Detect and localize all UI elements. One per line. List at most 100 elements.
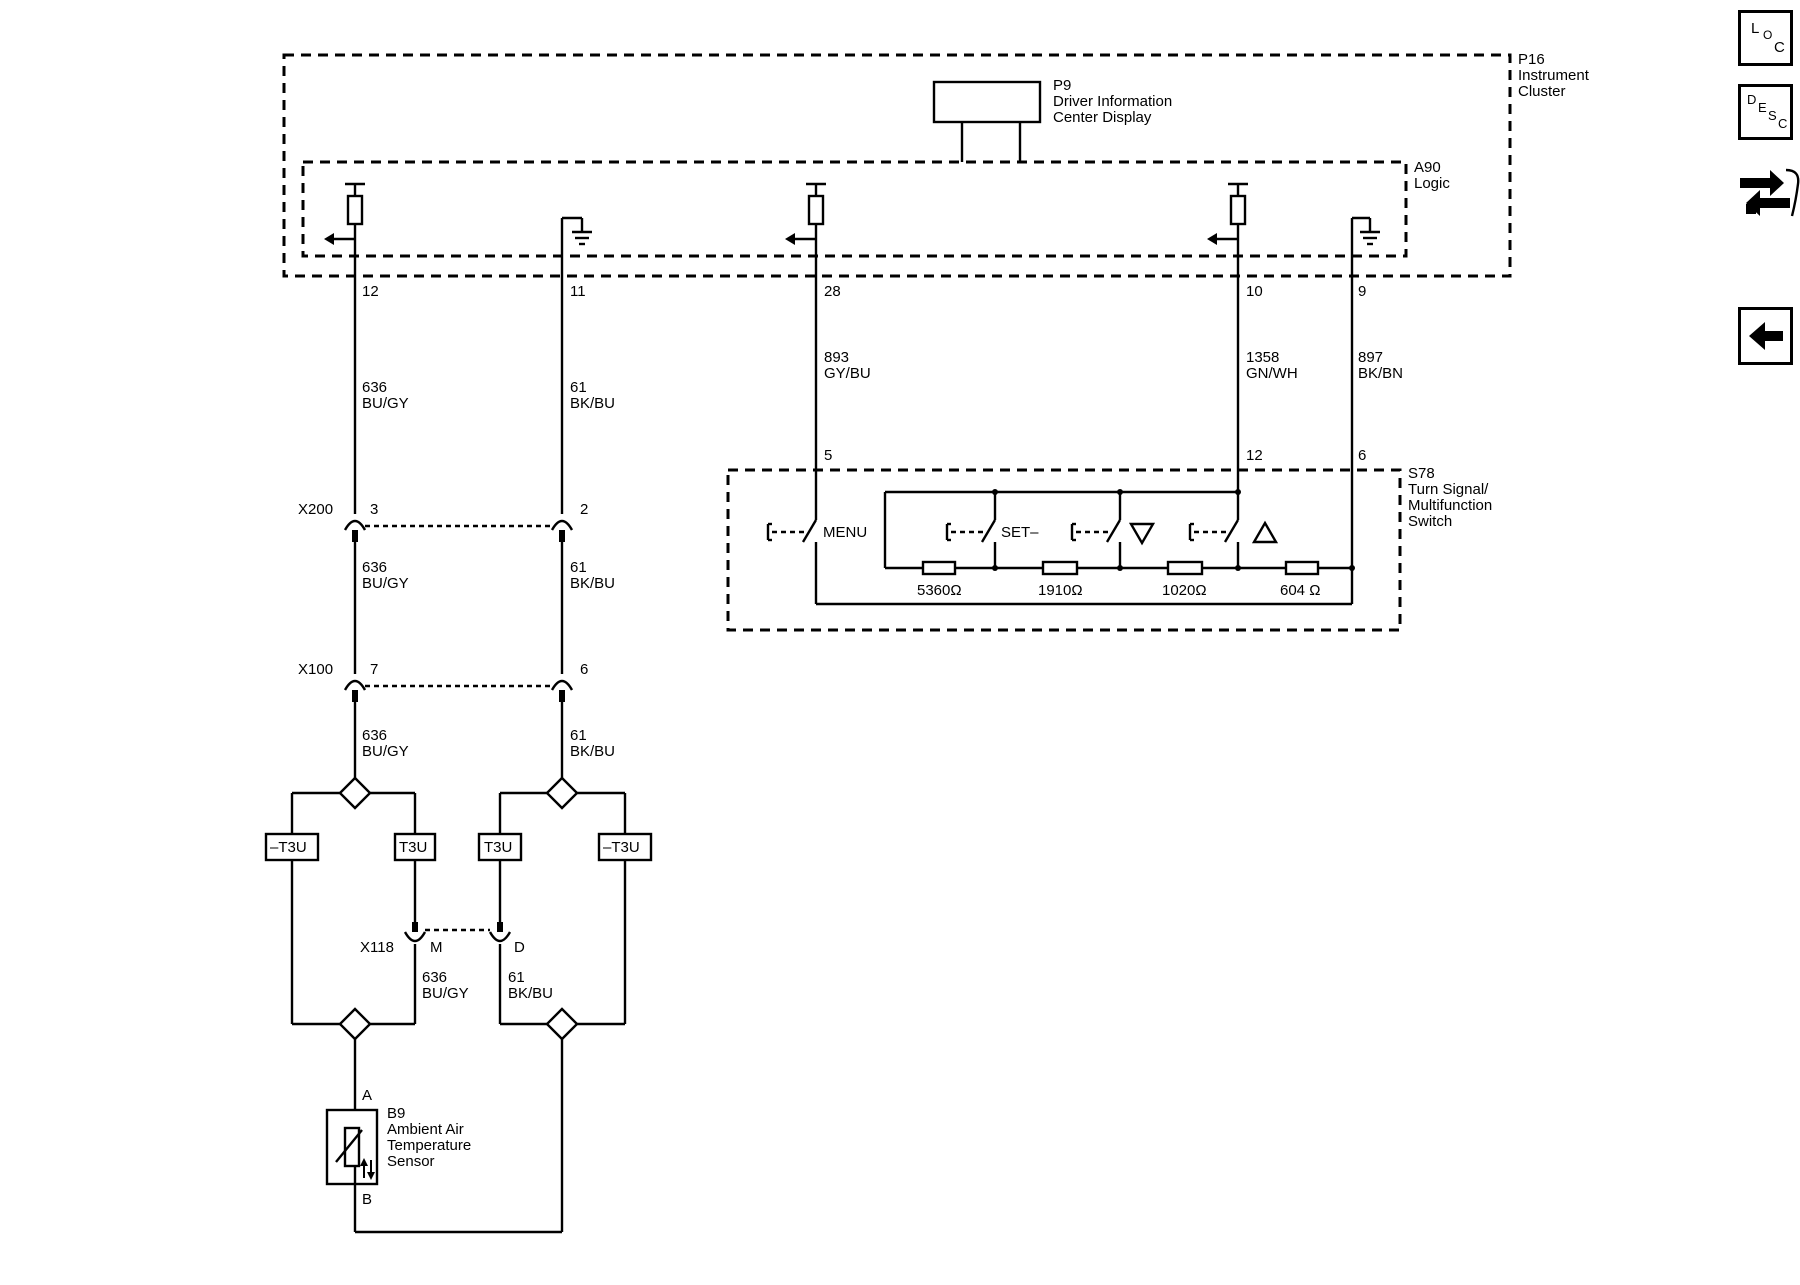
down-triangle-icon (1128, 522, 1156, 546)
s78-label-1: Turn Signal/ (1408, 481, 1489, 498)
option-split-right-bottom (545, 1007, 579, 1041)
wire-61-x118-color: BK/BU (508, 985, 553, 1002)
resistor-3 (1166, 560, 1204, 576)
s78-outline (726, 468, 1402, 632)
wire-61-low-color: BK/BU (570, 743, 615, 760)
pin-p16-10: 10 (1246, 283, 1263, 300)
pin-x200-2: 2 (580, 501, 588, 518)
location-button[interactable]: L O C (1738, 10, 1793, 66)
a90-id: A90 (1414, 159, 1441, 176)
option-box-t3u-right (477, 832, 523, 862)
pin-x118-m: M (430, 939, 443, 956)
resistor-2 (1041, 560, 1079, 576)
resistor-4-value: 604 Ω (1280, 582, 1320, 599)
s78-label-2: Multifunction (1408, 497, 1492, 514)
wire-636-mid-circuit: 636 (362, 559, 387, 576)
description-letter-e: E (1758, 100, 1767, 115)
b9-id: B9 (387, 1105, 405, 1122)
pin-b9-b: B (362, 1191, 372, 1208)
wire-636-mid-color: BU/GY (362, 575, 409, 592)
ground-symbol-9 (1350, 216, 1380, 276)
pin-p16-9: 9 (1358, 283, 1366, 300)
option-t3u-right: T3U (484, 839, 512, 856)
p9-label-2: Center Display (1053, 109, 1152, 126)
wire-1358-circuit: 1358 (1246, 349, 1279, 366)
pin-x100-7: 7 (370, 661, 378, 678)
option-box-t3u-left (393, 832, 437, 862)
p16-outline (282, 53, 1512, 278)
wire-893-color: GY/BU (824, 365, 871, 382)
resistor-4 (1284, 560, 1320, 576)
p16-label-2: Cluster (1518, 83, 1566, 100)
option-not-t3u-left: –T3U (270, 839, 307, 856)
pullup-symbol-10 (1207, 182, 1248, 245)
option-split-left-top (338, 776, 372, 810)
p9-label-1: Driver Information (1053, 93, 1172, 110)
a90-outline (301, 160, 1408, 258)
wire-636-x118-color: BU/GY (422, 985, 469, 1002)
p16-label-1: Instrument (1518, 67, 1590, 84)
description-letter-s: S (1768, 108, 1777, 123)
option-split-left-bottom (338, 1007, 372, 1041)
wire-897-circuit: 897 (1358, 349, 1383, 366)
pin-p16-12: 12 (362, 283, 379, 300)
wire-636-top-circuit: 636 (362, 379, 387, 396)
pin-s78-6: 6 (1358, 447, 1366, 464)
pullup-symbol-12 (324, 182, 365, 245)
up-triangle-icon (1251, 520, 1279, 544)
pin-x118-d: D (514, 939, 525, 956)
location-letter-c: C (1774, 39, 1785, 56)
wire-636-top-color: BU/GY (362, 395, 409, 412)
ground-symbol-11 (560, 216, 592, 276)
option-not-t3u-right: –T3U (603, 839, 640, 856)
option-box-not-t3u-left (264, 832, 320, 862)
back-arrow-icon (1749, 322, 1783, 350)
back-button[interactable] (1738, 307, 1793, 365)
wire-61-x118-circuit: 61 (508, 969, 525, 986)
option-box-not-t3u-right (597, 832, 653, 862)
wire-636-low-circuit: 636 (362, 727, 387, 744)
b9-label-2: Temperature (387, 1137, 471, 1154)
pin-x200-3: 3 (370, 501, 378, 518)
wire-897-color: BK/BN (1358, 365, 1403, 382)
pin-s78-12: 12 (1246, 447, 1263, 464)
s78-label-3: Switch (1408, 513, 1452, 530)
s78-id: S78 (1408, 465, 1435, 482)
wire-61-top-circuit: 61 (570, 379, 587, 396)
p9-id: P9 (1053, 77, 1071, 94)
b9-label-1: Ambient Air (387, 1121, 464, 1138)
resistor-3-value: 1020Ω (1162, 582, 1207, 599)
resistor-1-value: 5360Ω (917, 582, 962, 599)
connector-x200-label: X200 (298, 501, 333, 518)
switch-set-label: SET– (1001, 524, 1039, 541)
option-t3u-left: T3U (399, 839, 427, 856)
pin-s78-5: 5 (824, 447, 832, 464)
p16-id: P16 (1518, 51, 1545, 68)
location-letter-l: L (1751, 20, 1760, 37)
a90-label: Logic (1414, 175, 1450, 192)
wire-61-mid-color: BK/BU (570, 575, 615, 592)
wire-61-top-color: BK/BU (570, 395, 615, 412)
description-button[interactable]: D E S C (1738, 84, 1793, 140)
pin-x100-6: 6 (580, 661, 588, 678)
connector-x118-label: X118 (360, 939, 394, 956)
wire-1358-color: GN/WH (1246, 365, 1298, 382)
wire-61-low-circuit: 61 (570, 727, 587, 744)
switch-menu-label: MENU (823, 524, 867, 541)
pin-p16-11: 11 (570, 283, 586, 300)
connector-harness-icon[interactable] (1740, 168, 1800, 217)
option-split-right-top (545, 776, 579, 810)
description-letter-c: C (1778, 116, 1788, 131)
b9-label-3: Sensor (387, 1153, 435, 1170)
wire-636-low-color: BU/GY (362, 743, 409, 760)
resistor-1 (921, 560, 957, 576)
connector-x100-label: X100 (298, 661, 333, 678)
wire-636-x118-circuit: 636 (422, 969, 447, 986)
pullup-symbol-28 (785, 182, 826, 245)
pin-p16-28: 28 (824, 283, 841, 300)
description-letter-d: D (1747, 92, 1757, 107)
pin-b9-a: A (362, 1087, 372, 1104)
resistor-2-value: 1910Ω (1038, 582, 1083, 599)
